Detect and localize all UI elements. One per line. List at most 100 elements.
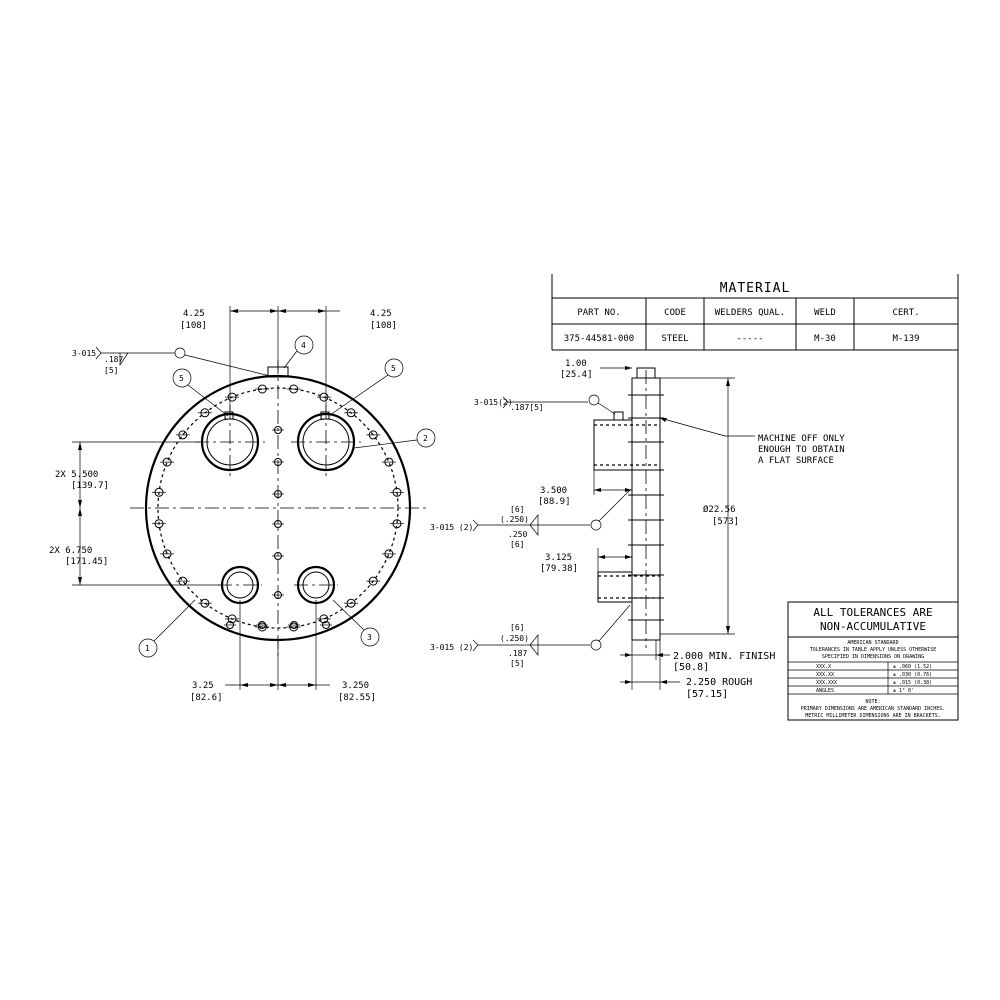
- material-title: MATERIAL: [720, 281, 791, 296]
- weld-tail: [95, 346, 102, 360]
- weld-mid-b: (.250): [500, 515, 529, 524]
- arrowhead: [625, 680, 632, 684]
- weld-top-size: .187: [104, 355, 123, 364]
- nozzle-upper-right-tab: [320, 411, 330, 420]
- svg-text:3: 3: [367, 633, 372, 642]
- weld-low-spec: 3-015 (2): [430, 643, 473, 652]
- tol-row-val: ± .015 (0.38): [893, 680, 932, 686]
- weld-leader: [597, 402, 616, 415]
- arrowhead: [278, 309, 286, 313]
- dim-rough: 2.250 ROUGH: [686, 677, 752, 688]
- tol-desc-1: TOLERANCES IN TABLE APPLY UNLESS OTHERWI…: [810, 647, 936, 653]
- svg-text:5: 5: [179, 374, 184, 383]
- weld-fillet-symbol: [119, 352, 129, 367]
- dim-3500-mm: [88.9]: [538, 497, 571, 507]
- weld-low-a: [6]: [510, 623, 524, 632]
- weld-tail: [472, 639, 479, 652]
- header-weld: WELD: [814, 308, 836, 318]
- weld-low-b: (.250): [500, 634, 529, 643]
- tolerance-block: ALL TOLERANCES ARE NON-ACCUMULATIVE AMER…: [787, 601, 959, 721]
- note-machine-1: MACHINE OFF ONLY: [758, 434, 845, 444]
- weld-leader: [598, 489, 631, 522]
- dim-top-right: 4.25: [370, 309, 392, 319]
- dim-finish: 2.000 MIN. FINISH: [673, 651, 775, 662]
- dim-3500: 3.500: [540, 486, 567, 496]
- weld-top-spec: 3-015: [72, 349, 96, 358]
- dim-top-right-mm: [108]: [370, 321, 397, 331]
- side-top-lug: [636, 367, 656, 379]
- arrowhead: [594, 488, 601, 492]
- tol-row-key: XXX.XX: [816, 672, 834, 678]
- weld-leader: [598, 604, 631, 642]
- dim-top-mm: [25.4]: [560, 370, 593, 380]
- side-nozzle-lower: [597, 571, 633, 603]
- dim-finish-mm: [50.8]: [673, 662, 709, 673]
- dim-left-lower-mm: [171.45]: [65, 557, 108, 567]
- arrowhead: [726, 626, 730, 634]
- dim-top: 1.00: [565, 359, 587, 369]
- svg-text:2: 2: [423, 434, 428, 443]
- svg-text:4: 4: [301, 341, 306, 350]
- dim-left-upper-mm: [139.7]: [71, 481, 109, 491]
- balloon-4: 4: [283, 335, 314, 369]
- balloon-1: 1: [138, 599, 196, 658]
- header-part-no: PART NO.: [577, 308, 620, 318]
- weld-low-d: [5]: [510, 659, 524, 668]
- front-view: 4.25 [108] 4.25 [108] 3-015 .187 [5] 2X …: [49, 306, 436, 703]
- side-nozzle-upper: [593, 419, 633, 471]
- dim-top-left-mm: [108]: [180, 321, 207, 331]
- weld-all-around: [174, 347, 186, 359]
- arrowhead: [78, 442, 82, 450]
- arrowhead: [278, 683, 286, 687]
- balloon-2: 2: [353, 428, 436, 449]
- tolerance-frame: [787, 601, 959, 721]
- balloon-5-left: 5: [172, 368, 229, 417]
- header-welders-qual: WELDERS QUAL.: [715, 308, 785, 318]
- cell-part-no: 375-44581-000: [564, 334, 634, 344]
- weld-fillet-symbol: [529, 514, 539, 536]
- tol-std: AMERICAN STANDARD: [847, 640, 898, 646]
- bolt-holes: [152, 384, 404, 632]
- arrowhead: [78, 577, 82, 585]
- dim-3125: 3.125: [545, 553, 572, 563]
- header-cert: CERT.: [892, 308, 919, 318]
- inner-holes: [224, 426, 332, 629]
- weld-low-c: .187: [508, 649, 527, 658]
- cell-weld: M-30: [814, 334, 836, 344]
- arrowhead: [660, 418, 667, 422]
- dim-bottom-left: 3.25: [192, 681, 214, 691]
- weld-mid-a: [6]: [510, 505, 524, 514]
- arrowhead: [726, 378, 730, 386]
- svg-text:5: 5: [391, 364, 396, 373]
- tol-row-key: XXX.XXX: [816, 680, 837, 686]
- nozzle-upper-left-tab: [224, 411, 234, 420]
- side-bolt-holes: [628, 394, 664, 621]
- note-leader: [659, 417, 726, 437]
- arrowhead: [230, 309, 238, 313]
- tol-row-key: XXX.X: [816, 664, 831, 670]
- dim-left-lower: 2X 6.750: [49, 546, 92, 556]
- weld-mid-spec: 3-015 (2): [430, 523, 473, 532]
- arrowhead: [318, 309, 326, 313]
- tol-note-title: NOTE:: [865, 699, 880, 705]
- weld-upper-size: .187[5]: [510, 403, 544, 412]
- arrowhead: [598, 555, 605, 559]
- weld-all-around: [588, 394, 600, 406]
- weld-top-size-mm: [5]: [104, 366, 118, 375]
- dim-bottom-right: 3.250: [342, 681, 369, 691]
- dim-top-left: 4.25: [183, 309, 205, 319]
- weld-all-around: [590, 639, 602, 651]
- tol-title-2: NON-ACCUMULATIVE: [820, 620, 926, 633]
- arrowhead: [625, 488, 632, 492]
- tol-row-val: ± .060 (1.52): [893, 664, 932, 670]
- material-table: MATERIAL PART NO. CODE WELDERS QUAL. WEL…: [551, 274, 959, 720]
- weld-tail: [472, 519, 479, 532]
- side-view: 1.00 [25.4] 3-015(2) .187[5] MACHINE OFF…: [430, 359, 845, 700]
- arrowhead: [270, 309, 278, 313]
- weld-leader: [184, 354, 271, 377]
- note-machine-2: ENOUGH TO OBTAIN: [758, 445, 845, 455]
- dim-rough-mm: [57.15]: [686, 689, 728, 700]
- note-machine-3: A FLAT SURFACE: [758, 456, 834, 466]
- arrowhead: [625, 653, 632, 657]
